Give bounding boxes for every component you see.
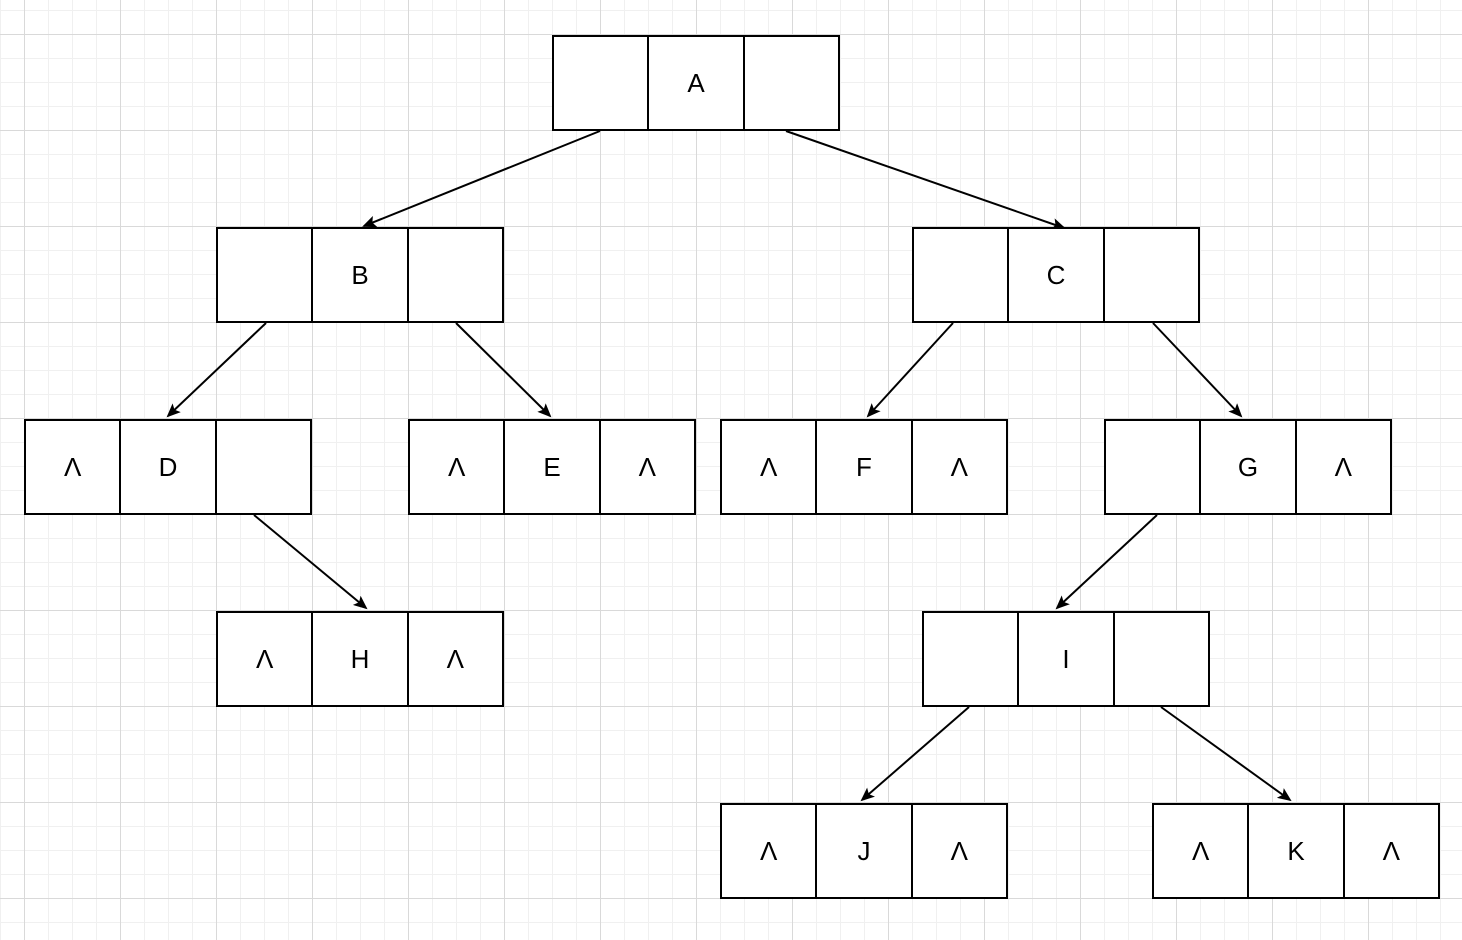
edge-a-c (785, 130, 1066, 230)
edge-a-b (362, 130, 601, 228)
edge-d-h (253, 514, 368, 610)
edge-b-e (455, 322, 552, 418)
right-pointer-cell (1112, 613, 1208, 705)
right-pointer-cell (214, 421, 310, 513)
left-pointer-cell (924, 613, 1017, 705)
edge-c-f (866, 322, 954, 418)
data-cell: D (119, 421, 214, 513)
tree-node-j: Λ J Λ (720, 803, 1008, 899)
right-pointer-cell: Λ (406, 613, 502, 705)
left-pointer-cell: Λ (447, 451, 466, 482)
left-pointer-cell (1106, 421, 1199, 513)
left-pointer-cell: Λ (759, 451, 778, 482)
data-cell: J (815, 805, 910, 897)
right-pointer-cell: Λ (1342, 805, 1438, 897)
edge-c-g (1152, 322, 1243, 418)
data-cell: E (503, 421, 598, 513)
data-cell: C (1007, 229, 1102, 321)
left-pointer-cell (554, 37, 647, 129)
tree-node-k: Λ K Λ (1152, 803, 1440, 899)
data-cell: G (1199, 421, 1294, 513)
tree-node-f: Λ F Λ (720, 419, 1008, 515)
left-pointer-cell: Λ (255, 643, 274, 674)
edge-b-d (166, 322, 267, 418)
right-pointer-cell (742, 37, 838, 129)
left-pointer-cell: Λ (1191, 835, 1210, 866)
tree-node-e: Λ E Λ (408, 419, 696, 515)
tree-node-c: C (912, 227, 1200, 323)
edge-i-j (860, 706, 970, 802)
right-pointer-cell: Λ (1294, 421, 1390, 513)
left-pointer-cell: Λ (759, 835, 778, 866)
right-pointer-cell: Λ (598, 421, 694, 513)
data-cell: A (647, 37, 742, 129)
left-pointer-cell (914, 229, 1007, 321)
edge-i-k (1160, 706, 1292, 802)
left-pointer-cell: Λ (63, 451, 82, 482)
data-cell: I (1017, 613, 1112, 705)
tree-node-a: A (552, 35, 840, 131)
left-pointer-cell (218, 229, 311, 321)
edge-g-i (1055, 514, 1158, 610)
data-cell: F (815, 421, 910, 513)
tree-node-g: G Λ (1104, 419, 1392, 515)
right-pointer-cell: Λ (910, 805, 1006, 897)
right-pointer-cell (1102, 229, 1198, 321)
right-pointer-cell: Λ (910, 421, 1006, 513)
tree-node-i: I (922, 611, 1210, 707)
tree-node-h: Λ H Λ (216, 611, 504, 707)
data-cell: K (1247, 805, 1342, 897)
right-pointer-cell (406, 229, 502, 321)
tree-node-b: B (216, 227, 504, 323)
data-cell: B (311, 229, 406, 321)
data-cell: H (311, 613, 406, 705)
tree-node-d: Λ D (24, 419, 312, 515)
